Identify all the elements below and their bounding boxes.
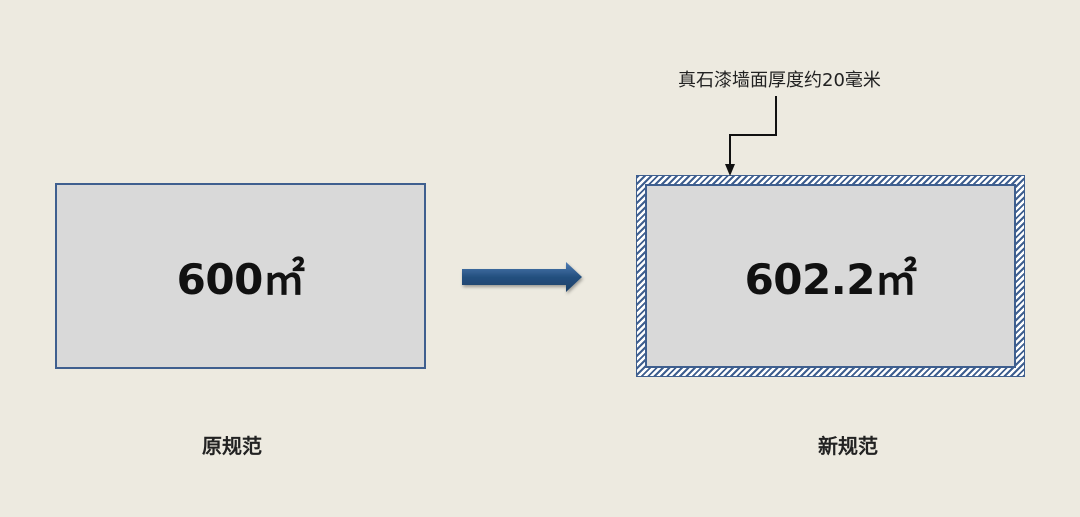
revised-area-label: 602.2㎡ [744,254,917,304]
original-area-label: 600㎡ [176,254,305,304]
original-spec-caption: 原规范 [202,434,262,458]
coating-thickness-annotation: 真石漆墙面厚度约20毫米 [678,70,881,91]
revised-area-box: 602.2㎡ [645,184,1016,368]
revised-spec-caption: 新规范 [818,434,878,458]
transition-arrow-icon [462,262,582,292]
annotation-leader-line [729,96,777,166]
original-area-box: 600㎡ [55,183,426,369]
annotation-arrowhead-icon [725,164,735,176]
